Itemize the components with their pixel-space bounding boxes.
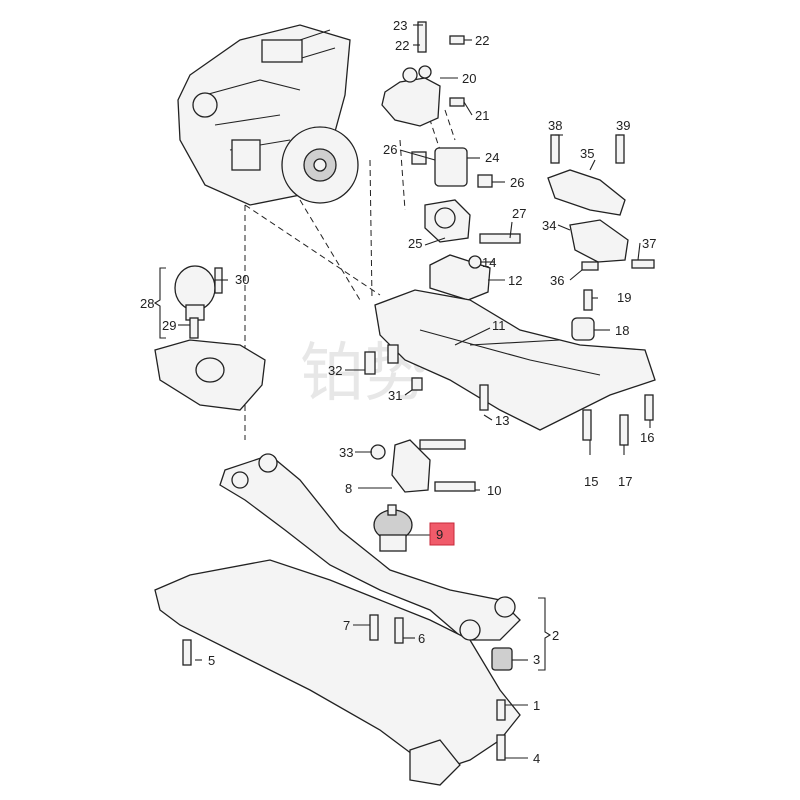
callout-34: 34 bbox=[542, 218, 556, 233]
engine-mount-9 bbox=[373, 504, 413, 552]
bracket-assembly-35 bbox=[547, 134, 655, 271]
callout-4: 4 bbox=[533, 751, 540, 766]
leader-lines bbox=[178, 24, 651, 759]
callout-32: 32 bbox=[328, 363, 342, 378]
pad-12 bbox=[429, 254, 491, 301]
callout-26-right: 26 bbox=[510, 175, 524, 190]
callout-14: 14 bbox=[482, 255, 496, 270]
callout-27: 27 bbox=[512, 206, 526, 221]
engine-mount-28 bbox=[154, 265, 266, 411]
small-mount-18 bbox=[571, 289, 595, 341]
callout-26-left: 26 bbox=[383, 142, 397, 157]
callout-23: 23 bbox=[393, 18, 407, 33]
callout-1: 1 bbox=[533, 698, 540, 713]
callout-10: 10 bbox=[487, 483, 501, 498]
callout-20: 20 bbox=[462, 71, 476, 86]
callout-38: 38 bbox=[548, 118, 562, 133]
callout-33: 33 bbox=[339, 445, 353, 460]
callout-18: 18 bbox=[615, 323, 629, 338]
callout-16: 16 bbox=[640, 430, 654, 445]
mount-bracket-25 bbox=[424, 199, 521, 244]
callout-25: 25 bbox=[408, 236, 422, 251]
callout-2: 2 bbox=[552, 628, 559, 643]
callout-39: 39 bbox=[616, 118, 630, 133]
upper-subframe-11 bbox=[364, 289, 656, 446]
callout-37: 37 bbox=[642, 236, 656, 251]
callout-11: 11 bbox=[492, 318, 506, 333]
callout-22-left: 22 bbox=[395, 38, 409, 53]
callout-28: 28 bbox=[140, 296, 154, 311]
callout-13: 13 bbox=[495, 413, 509, 428]
brace-28 bbox=[153, 267, 166, 339]
callout-19: 19 bbox=[617, 290, 631, 305]
highlight-box bbox=[429, 522, 455, 546]
callout-35: 35 bbox=[580, 146, 594, 161]
callout-7: 7 bbox=[343, 618, 350, 633]
callout-15: 15 bbox=[584, 474, 598, 489]
callout-21: 21 bbox=[475, 108, 489, 123]
lower-subframe-2 bbox=[154, 453, 521, 786]
callout-12: 12 bbox=[508, 273, 522, 288]
callout-3: 3 bbox=[533, 652, 540, 667]
callout-17: 17 bbox=[618, 474, 632, 489]
bracket-8 bbox=[370, 439, 476, 493]
upper-mount-bracket bbox=[381, 21, 465, 127]
callout-30: 30 bbox=[235, 272, 249, 287]
callout-22-right: 22 bbox=[475, 33, 489, 48]
callout-36: 36 bbox=[550, 273, 564, 288]
callout-labels: 23 22 22 20 21 26 24 26 25 27 14 12 11 1… bbox=[140, 18, 656, 766]
callout-5: 5 bbox=[208, 653, 215, 668]
callout-31: 31 bbox=[388, 388, 402, 403]
callout-29: 29 bbox=[162, 318, 176, 333]
callout-24: 24 bbox=[485, 150, 499, 165]
callout-9: 9 bbox=[436, 527, 443, 542]
rubber-mount-24 bbox=[411, 147, 493, 188]
brace-2 bbox=[538, 597, 552, 671]
engine-illustration bbox=[177, 24, 359, 206]
bolt-parts-lower bbox=[182, 614, 513, 761]
callout-8: 8 bbox=[345, 481, 352, 496]
highlight-callout-9[interactable]: 9 bbox=[429, 522, 455, 546]
callout-6: 6 bbox=[418, 631, 425, 646]
